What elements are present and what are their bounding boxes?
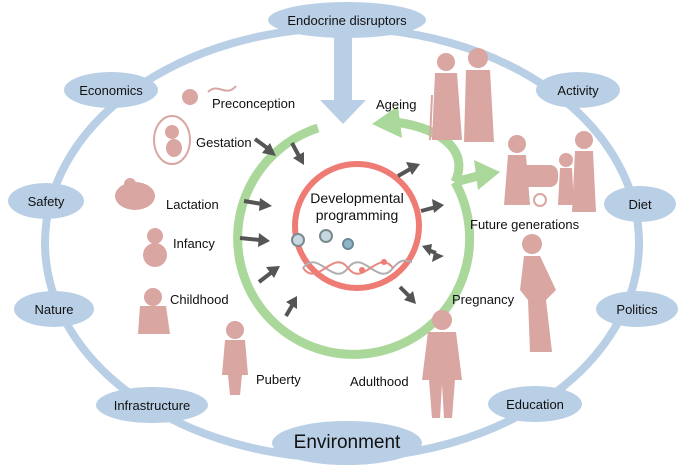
stage-future-generations: Future generations xyxy=(470,217,580,232)
education-label: Education xyxy=(506,396,564,412)
center-line-1: Developmental xyxy=(310,190,404,206)
teen-icon xyxy=(226,321,244,339)
family-icon xyxy=(508,135,526,153)
politics-pill: Politics xyxy=(596,291,678,327)
child-icon xyxy=(144,288,162,306)
pregnant-icon xyxy=(522,234,542,254)
diet-pill: Diet xyxy=(604,186,676,222)
influence-arrows xyxy=(239,137,444,318)
cycle-return xyxy=(394,117,464,184)
stage-puberty: Puberty xyxy=(256,372,301,387)
activity-pill: Activity xyxy=(536,72,620,108)
egg-icon xyxy=(182,89,198,105)
elderly-icon xyxy=(437,53,455,71)
fetus-icon xyxy=(153,115,191,165)
education-pill: Education xyxy=(488,386,582,422)
safety-label: Safety xyxy=(27,193,65,209)
politics-label: Politics xyxy=(616,301,658,317)
dna-icon xyxy=(291,229,413,279)
infant-icon xyxy=(147,228,163,244)
safety-pill: Safety xyxy=(8,183,84,219)
infrastructure-pill: Infrastructure xyxy=(96,387,208,423)
environment-label: Environment xyxy=(293,432,401,453)
stage-adulthood: Adulthood xyxy=(350,374,409,389)
stage-childhood: Childhood xyxy=(170,292,229,307)
stage-infancy: Infancy xyxy=(173,236,215,251)
activity-label: Activity xyxy=(557,82,599,98)
stage-gestation: Gestation xyxy=(196,135,252,150)
diet-label: Diet xyxy=(628,196,652,212)
center-title: Developmental programming xyxy=(300,190,414,224)
nursing-icon xyxy=(115,182,155,210)
stage-ageing: Ageing xyxy=(376,97,417,112)
nature-label: Nature xyxy=(34,301,74,317)
endocrine-disruptors-pill: Endocrine disruptors xyxy=(268,2,426,38)
economics-label: Economics xyxy=(79,82,143,98)
cycle-arrow-head-future xyxy=(474,160,500,190)
adult-icon xyxy=(432,310,452,330)
infrastructure-label: Infrastructure xyxy=(113,397,191,413)
endocrine-arrow-head xyxy=(320,100,366,124)
cycle-branch xyxy=(453,171,480,187)
environment-pill: Environment xyxy=(272,421,422,465)
stage-pregnancy: Pregnancy xyxy=(452,292,515,307)
stage-preconception: Preconception xyxy=(212,96,296,111)
stage-lactation: Lactation xyxy=(166,197,219,212)
economics-pill: Economics xyxy=(64,72,158,108)
endocrine-disruptors-label: Endocrine disruptors xyxy=(287,12,407,28)
nature-pill: Nature xyxy=(14,291,94,327)
center-ring xyxy=(292,161,422,291)
cycle-arc xyxy=(233,123,475,359)
figures xyxy=(115,48,596,418)
center-line-2: programming xyxy=(315,207,399,223)
cycle-arrow-head-top xyxy=(372,106,402,138)
endocrine-arrow-shaft xyxy=(334,30,352,102)
